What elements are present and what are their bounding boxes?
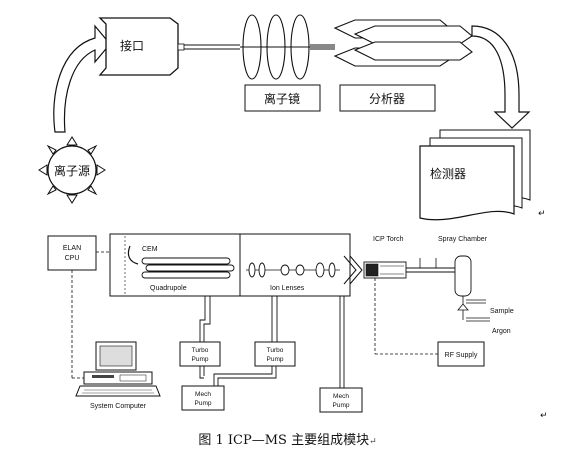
source-to-interface-arrow [53, 24, 111, 133]
mech-pump-1-label-b: Pump [195, 400, 212, 407]
mech-pump-2-label-a: Mech [333, 393, 349, 400]
paragraph-mark-1: ↵ [538, 208, 546, 218]
elan-cpu-box: ELAN CPU [47, 235, 97, 271]
detector-box: 检测器 [419, 129, 531, 221]
mech-pump-1: Mech Pump [181, 385, 225, 411]
beam-to-lens [177, 43, 240, 51]
figure-caption: 图 1 ICP—MS 主要组成模块↵ [0, 429, 575, 448]
ion-source-sun: 离子源 [38, 136, 106, 204]
analyzer-label-box: 分析器 [339, 84, 436, 112]
turbo-pump-2-label-b: Pump [267, 356, 284, 363]
analyzer-rods [333, 19, 473, 67]
analyzer-to-detector-arrow [471, 25, 531, 129]
ion-lenses-label: Ion Lenses [270, 285, 305, 292]
caption-text: 图 1 ICP—MS 主要组成模块 [198, 433, 370, 448]
turbo-pump-1: Turbo Pump [179, 341, 221, 367]
spray-chamber-label: Spray Chamber [438, 236, 488, 243]
paragraph-mark-2: ↵ [540, 410, 548, 420]
turbo-pump-1-label-b: Pump [192, 356, 209, 363]
cpu-label: CPU [65, 255, 80, 262]
vacuum-lines [199, 296, 345, 388]
ion-lens-label: 离子镜 [264, 91, 300, 106]
rf-supply-label: RF Supply [445, 352, 478, 359]
icp-torch-label: ICP Torch [373, 236, 404, 243]
quadrupole-rods [141, 257, 235, 279]
argon-label: Argon [492, 328, 511, 335]
system-computer: System Computer [75, 341, 161, 410]
spray-chamber: Spray Chamber Sample Argon [438, 236, 514, 335]
turbo-pump-2-label-a: Turbo [267, 347, 284, 354]
turbo-pump-1-label-a: Turbo [192, 347, 209, 354]
interface-box: 接口 [98, 17, 179, 76]
ion-lenses [246, 262, 340, 278]
rf-supply-box: RF Supply [437, 341, 485, 367]
ion-lens-label-box: 离子镜 [244, 84, 321, 112]
cem-label: CEM [142, 246, 158, 253]
analyzer-label: 分析器 [369, 92, 405, 106]
mech-pump-1-label-a: Mech [195, 391, 211, 398]
sampling-cones [343, 255, 363, 285]
system-computer-label: System Computer [90, 403, 147, 410]
mech-pump-2: Mech Pump [319, 387, 363, 413]
quadrupole-label: Quadrupole [150, 285, 187, 292]
icp-torch: ICP Torch [363, 236, 455, 279]
mech-pump-2-label-b: Pump [333, 402, 350, 409]
interface-label: 接口 [120, 38, 144, 53]
paragraph-mark-3: ↵ [369, 437, 377, 447]
detector-label: 检测器 [430, 166, 466, 181]
elan-label: ELAN [63, 245, 81, 252]
ion-source-label: 离子源 [54, 163, 90, 178]
cem-detector: CEM [127, 245, 158, 265]
sample-label: Sample [490, 308, 514, 315]
turbo-pump-2: Turbo Pump [254, 341, 296, 367]
